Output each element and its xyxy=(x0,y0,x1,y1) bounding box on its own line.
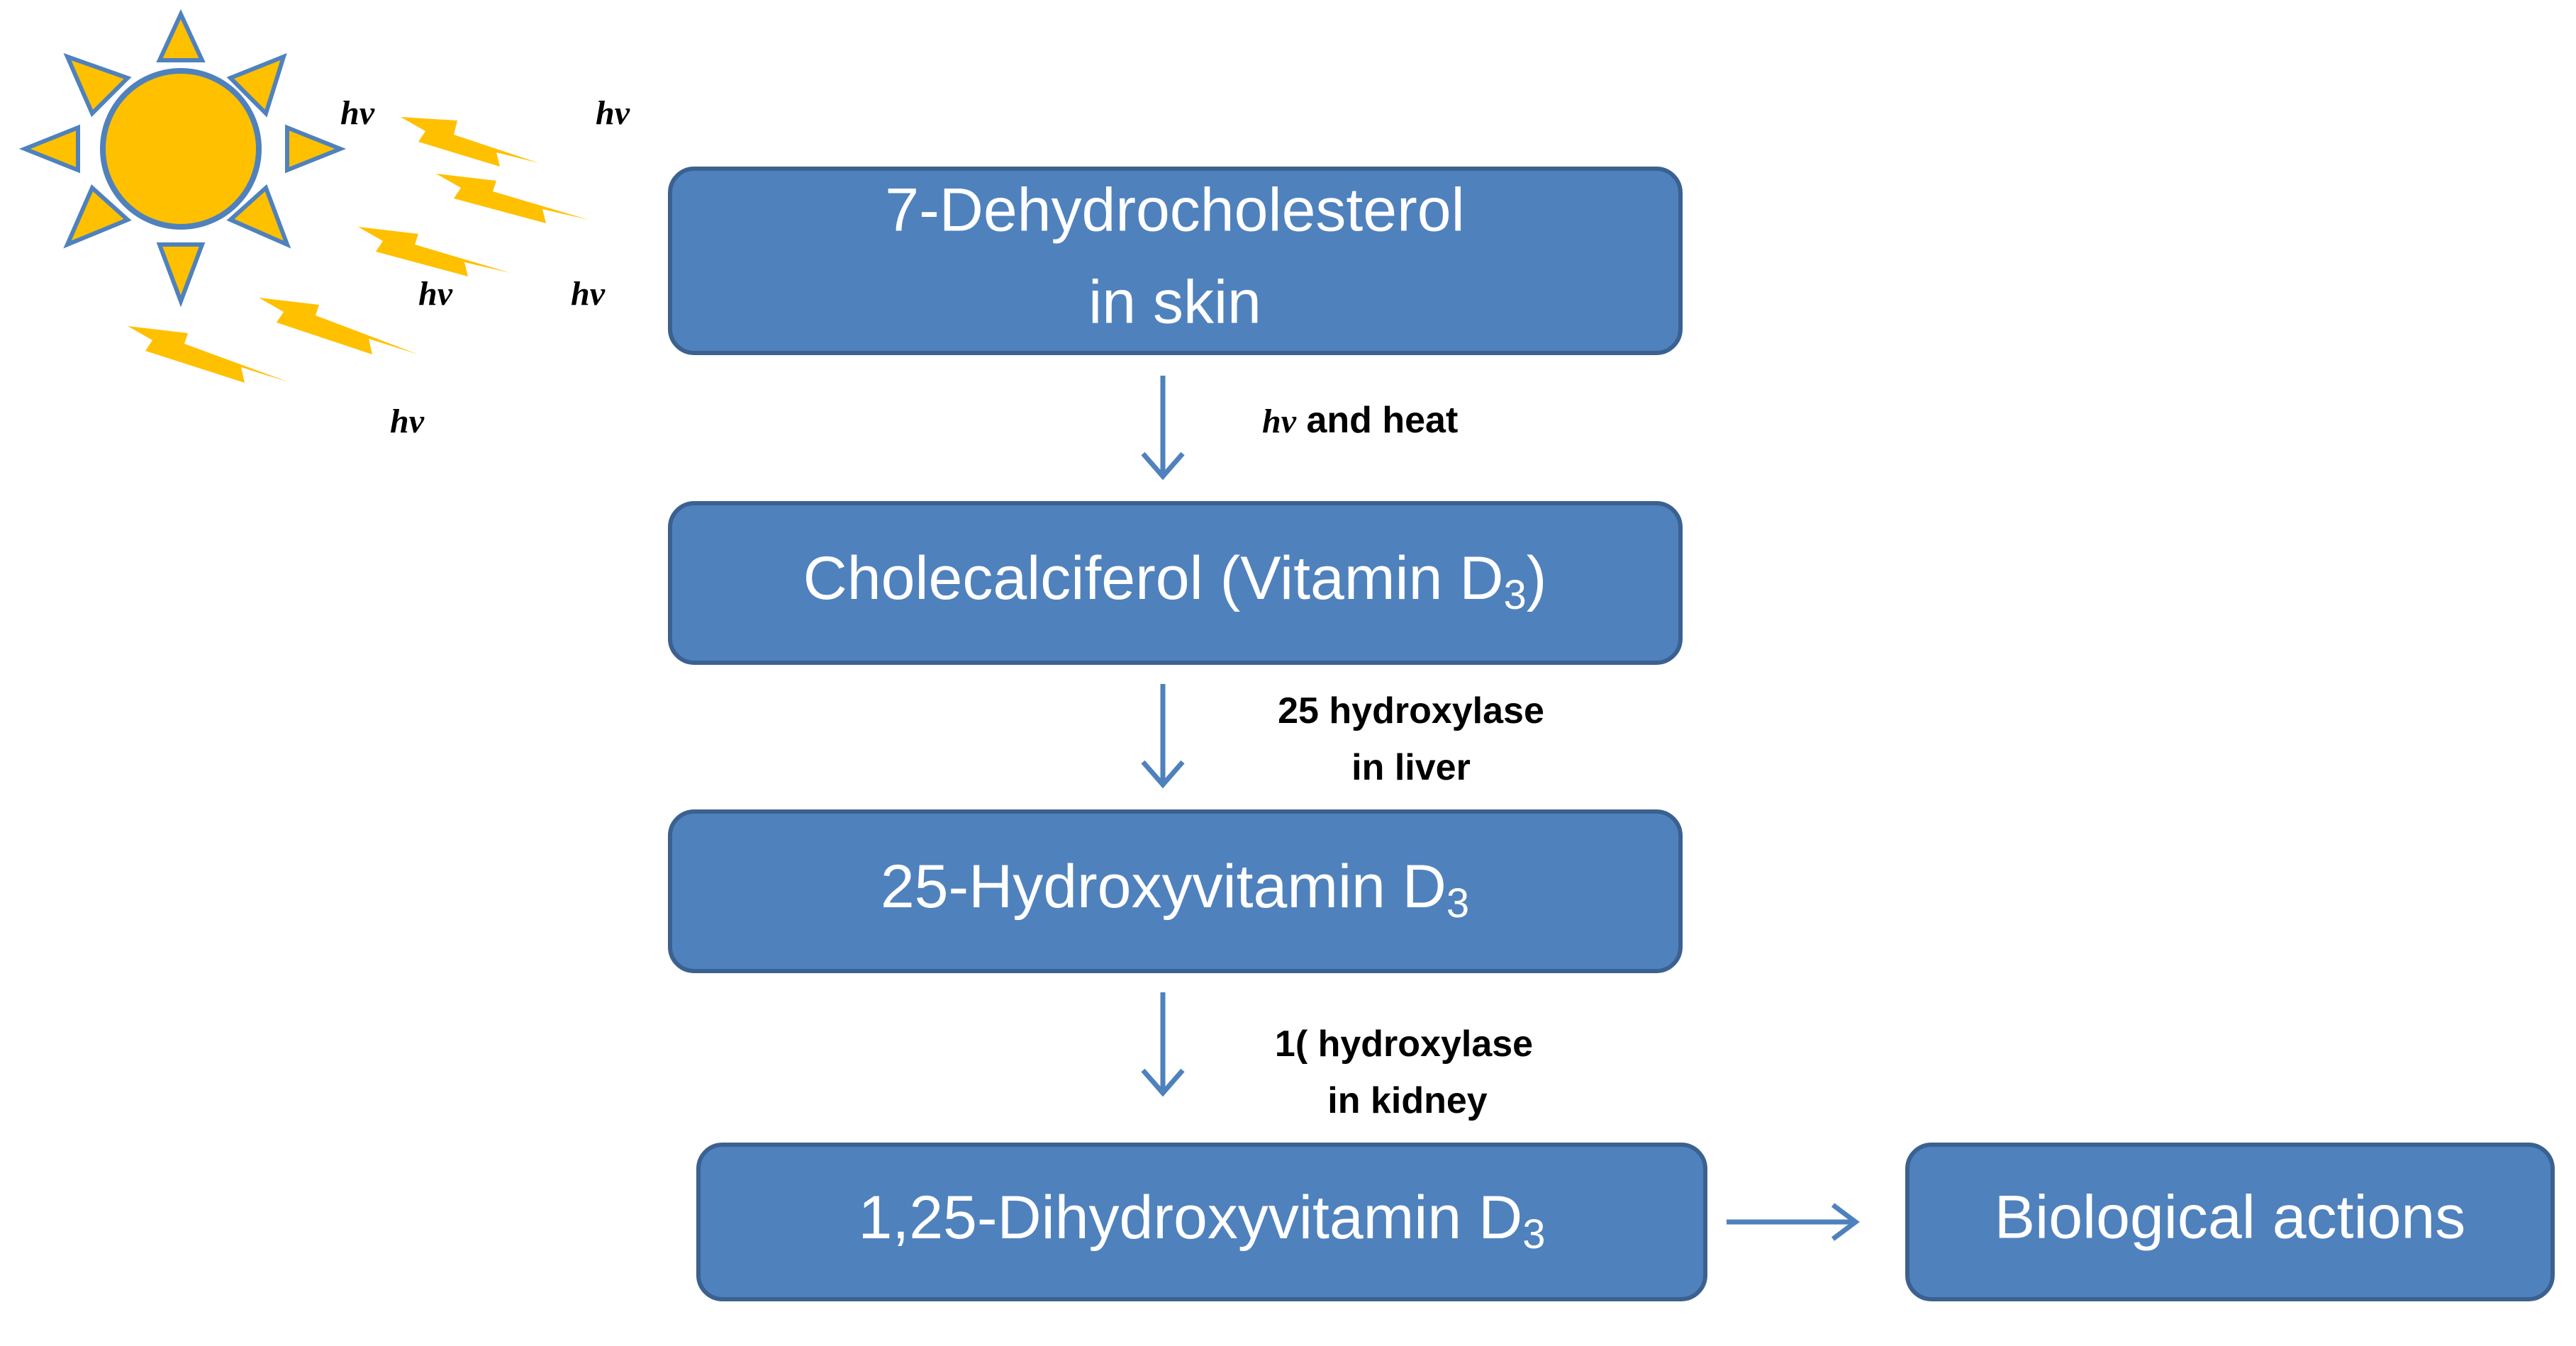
hv-label-2: hv xyxy=(596,94,630,132)
cholecalciferol-sub: 3 xyxy=(1503,572,1526,618)
step1-hv: hv xyxy=(1262,403,1297,440)
dihydroxyvitamin-sub: 3 xyxy=(1522,1211,1545,1257)
box-cholecalciferol-label: Cholecalciferol (Vitamin D3) xyxy=(803,544,1547,619)
dihydroxyvitamin-main: 1,25-Dihydroxyvitamin D xyxy=(858,1184,1522,1252)
hydroxyvitamin-main: 25-Hydroxyvitamin D xyxy=(881,853,1446,921)
cholecalciferol-main: Cholecalciferol (Vitamin D xyxy=(803,544,1504,612)
hv-label-1: hv xyxy=(340,94,375,132)
box-biological-actions-label: Biological actions xyxy=(1995,1184,2465,1252)
box-hydroxyvitamin: 25-Hydroxyvitamin D3 xyxy=(668,809,1683,973)
step2-line2: in liver xyxy=(1351,747,1471,788)
cholecalciferol-tail: ) xyxy=(1527,544,1547,612)
step3-line1: 1( hydroxylase xyxy=(1275,1023,1533,1065)
arrow-step2 xyxy=(1141,684,1185,789)
arrow-step3 xyxy=(1141,992,1185,1097)
box-cholecalciferol: Cholecalciferol (Vitamin D3) xyxy=(668,501,1683,665)
box-dehydrocholesterol: 7-Dehydrocholesterol in skin xyxy=(668,167,1683,355)
step2-line1: 25 hydroxylase xyxy=(1278,690,1544,731)
box-hydroxyvitamin-label: 25-Hydroxyvitamin D3 xyxy=(881,853,1469,927)
box-dehydrocholesterol-line1: 7-Dehydrocholesterol xyxy=(885,176,1464,245)
step1-label: hv and heat xyxy=(1262,400,1458,441)
box-dihydroxyvitamin-label: 1,25-Dihydroxyvitamin D3 xyxy=(858,1184,1545,1258)
sun-icon xyxy=(18,9,347,308)
arrow-to-biological-actions xyxy=(1727,1203,1860,1241)
hydroxyvitamin-sub: 3 xyxy=(1446,880,1469,926)
lightning-bolt-icon xyxy=(128,117,589,383)
box-dihydroxyvitamin: 1,25-Dihydroxyvitamin D3 xyxy=(696,1143,1707,1301)
step1-rest: and heat xyxy=(1296,400,1458,441)
hv-label-4: hv xyxy=(571,275,606,313)
box-dehydrocholesterol-line2: in skin xyxy=(1088,269,1261,337)
box-biological-actions: Biological actions xyxy=(1905,1143,2555,1301)
arrow-step1 xyxy=(1141,376,1185,481)
hv-label-3: hv xyxy=(418,275,453,313)
step3-line2: in kidney xyxy=(1327,1080,1487,1121)
hv-label-5: hv xyxy=(390,403,425,440)
